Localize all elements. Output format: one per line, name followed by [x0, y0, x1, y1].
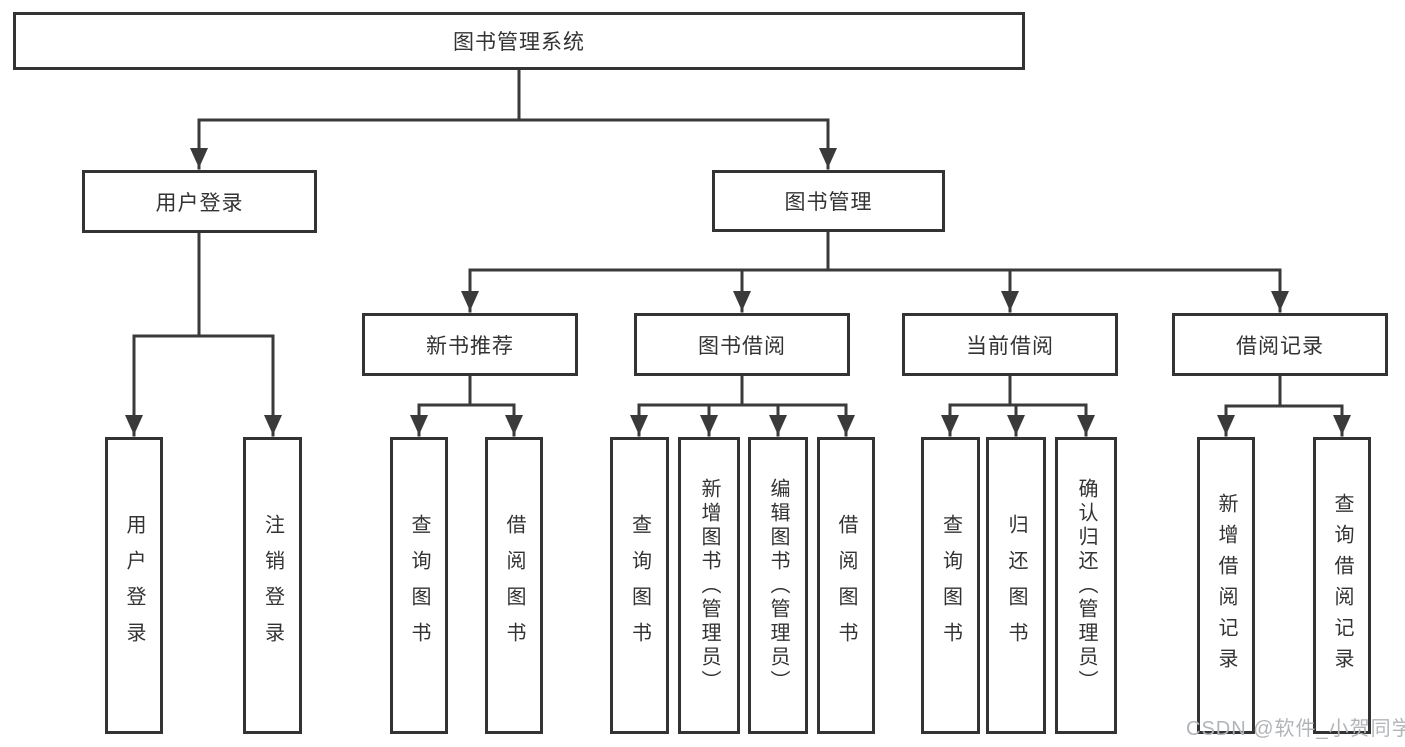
leaf-confirm-return-admin: 确认归还（管理员） [1055, 437, 1117, 734]
node-borrow-records: 借阅记录 [1172, 313, 1388, 376]
node-library-system: 图书管理系统 [13, 12, 1025, 70]
leaf-label: 查询借阅记录 [1331, 492, 1353, 679]
leaf-add-borrow-record: 新增借阅记录 [1197, 437, 1255, 734]
node-book-borrow: 图书借阅 [634, 313, 850, 376]
leaf-query-books-current: 查询图书 [921, 437, 980, 734]
leaf-return-books: 归还图书 [986, 437, 1046, 734]
leaf-label: 新增图书（管理员） [698, 477, 720, 694]
leaf-label: 归还图书 [1005, 513, 1027, 658]
leaf-label: 查询图书 [939, 513, 962, 658]
leaf-label: 用户登录 [123, 513, 145, 658]
node-new-book-recommend: 新书推荐 [362, 313, 578, 376]
leaf-query-books-recommend: 查询图书 [390, 437, 448, 734]
leaf-edit-book-admin: 编辑图书（管理员） [748, 437, 808, 734]
leaf-logout: 注销登录 [243, 437, 302, 734]
node-current-borrow: 当前借阅 [902, 313, 1118, 376]
leaf-query-borrow-record: 查询借阅记录 [1313, 437, 1371, 734]
node-user-login: 用户登录 [82, 170, 317, 233]
leaf-label: 查询图书 [408, 513, 430, 658]
leaf-label: 借阅图书 [503, 513, 525, 658]
leaf-query-books-borrow: 查询图书 [610, 437, 669, 734]
leaf-label: 确认归还（管理员） [1075, 477, 1097, 694]
leaf-label: 新增借阅记录 [1215, 492, 1237, 679]
leaf-user-login: 用户登录 [105, 437, 163, 734]
watermark: CSDN @软件_小贺同学 [1186, 718, 1405, 740]
leaf-label: 编辑图书（管理员） [767, 477, 789, 694]
leaf-label: 注销登录 [261, 513, 284, 658]
leaf-borrow-books-recommend: 借阅图书 [485, 437, 543, 734]
node-book-management: 图书管理 [712, 170, 945, 232]
leaf-borrow-books: 借阅图书 [817, 437, 875, 734]
leaf-label: 查询图书 [628, 513, 651, 658]
leaf-add-book-admin: 新增图书（管理员） [678, 437, 740, 734]
leaf-label: 借阅图书 [835, 513, 857, 658]
